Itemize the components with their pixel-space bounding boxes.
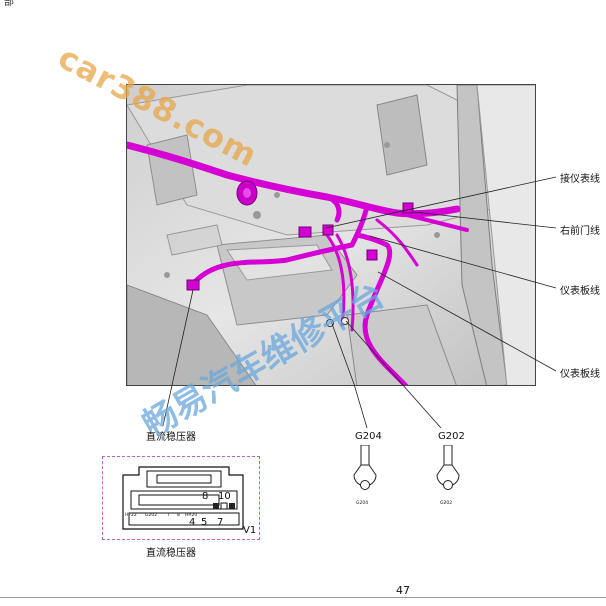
ground-tag-g204: G204 [356,501,369,506]
callout-dashboard-harness-2: 仪表板线 [560,369,600,380]
harness-photo [126,84,536,386]
pin-label-4: 4 [189,517,196,528]
ground-terminal-g204-icon [353,445,377,490]
connector-caption: 直流稳压器 [146,548,196,559]
pin-label-10: 10 [218,491,231,502]
pin-label-5: 5 [201,517,208,528]
ground-tag-g202: G202 [440,501,453,506]
photo-part-label: 直流稳压器 [146,432,196,443]
ground-terminal-g202-icon [436,445,460,490]
ground-label-g202: G202 [438,431,465,442]
connector-cell-5: HR20 [185,513,198,518]
callout-instrument-harness: 接仪表线 [560,174,600,185]
connector-id: V1 [243,525,257,536]
connector-cell-4: 8 [177,513,180,518]
header-fragment: 部 [4,0,14,8]
connector-cell-1: HF22 [125,513,137,518]
callout-dashboard-harness-1: 仪表板线 [560,286,600,297]
connector-cell-3: 7 [167,513,170,518]
connector-cell-2: G202 [145,513,158,518]
pin-label-8: 8 [202,491,209,502]
pin-label-7: 7 [217,517,224,528]
harness-photo-drawing [127,85,535,385]
callout-right-front-door-harness: 右前门线 [560,226,600,237]
page-divider [0,597,606,598]
page-number: 47 [396,584,410,597]
ground-label-g204: G204 [355,431,382,442]
connector-face-drawing [122,466,244,530]
connector-view: HF22 G202 7 8 HR20 8 10 4 5 7 V1 [102,456,260,540]
